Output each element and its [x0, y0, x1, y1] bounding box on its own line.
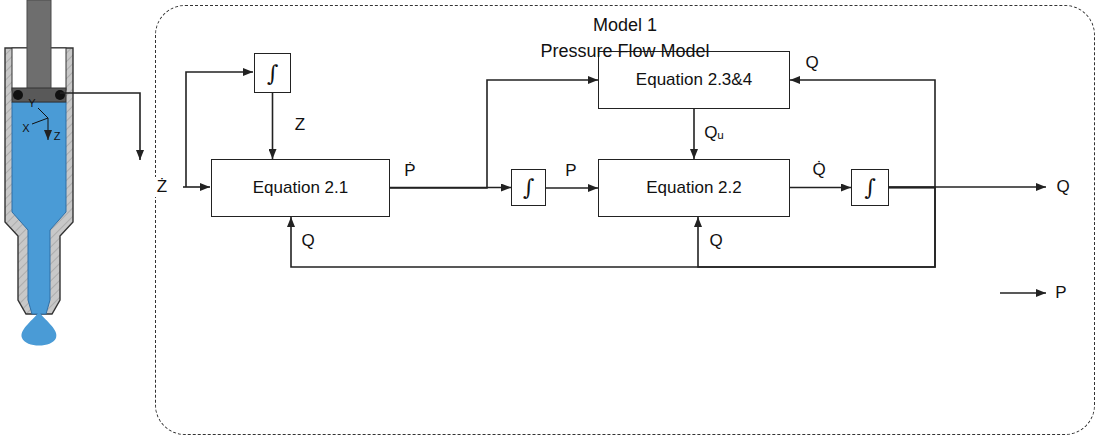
signal-connector: [390, 80, 598, 188]
droplet: [22, 312, 57, 346]
signal-connector: [546, 187, 598, 189]
axis-line: [48, 118, 49, 140]
piston-seal: [55, 90, 65, 100]
signal-name: Ṗ: [402, 161, 417, 181]
output-wire: [1000, 292, 1046, 294]
signal-connector: [693, 109, 695, 159]
integral-sign: ∫: [523, 175, 534, 200]
axis-line: [38, 108, 48, 118]
model-title: Model 1: [156, 12, 1094, 38]
signal-name: Ż: [155, 177, 169, 197]
box-label: Equation 2.3&4: [636, 70, 752, 90]
input-wire: [183, 186, 210, 188]
box-label: Equation 2.1: [253, 178, 348, 198]
axis-label: Z: [54, 130, 61, 142]
piston-rod: [27, 0, 51, 90]
signal-name: Q: [299, 231, 316, 251]
integrator-box: ∫: [511, 169, 546, 206]
integrator-box: ∫: [851, 169, 889, 206]
signal-name: Q: [1054, 177, 1071, 197]
piston-seal: [13, 90, 23, 100]
integral-sign: ∫: [864, 175, 875, 200]
signal-connector: [272, 93, 274, 159]
integral-sign: ∫: [267, 61, 278, 86]
integrator-box: ∫: [254, 53, 291, 93]
axis-line: [32, 118, 48, 124]
equation-box: Equation 2.1: [211, 159, 390, 217]
model-title: Pressure Flow Model: [156, 38, 1094, 64]
signal-name: Q: [707, 231, 724, 251]
signal-name: Q: [803, 53, 820, 73]
signal-connector: [790, 187, 851, 189]
signal-name: Qᵤ: [702, 123, 726, 143]
signal-name: P: [563, 161, 578, 181]
input-wire: [60, 93, 140, 160]
signal-name: Q̇: [810, 160, 827, 180]
axis-label: Y: [28, 97, 35, 109]
fluid: [12, 102, 66, 314]
signal-name: Z: [293, 115, 307, 135]
axis-label: X: [22, 122, 29, 134]
signal-name: P: [1053, 283, 1068, 303]
box-label: Equation 2.2: [646, 178, 741, 198]
piston: [12, 88, 66, 102]
injector-housing: [5, 48, 73, 314]
equation-box: Equation 2.2: [598, 159, 790, 217]
model-frame: Model 1Pressure Flow Model∫Equation 2.1E…: [155, 5, 1095, 435]
